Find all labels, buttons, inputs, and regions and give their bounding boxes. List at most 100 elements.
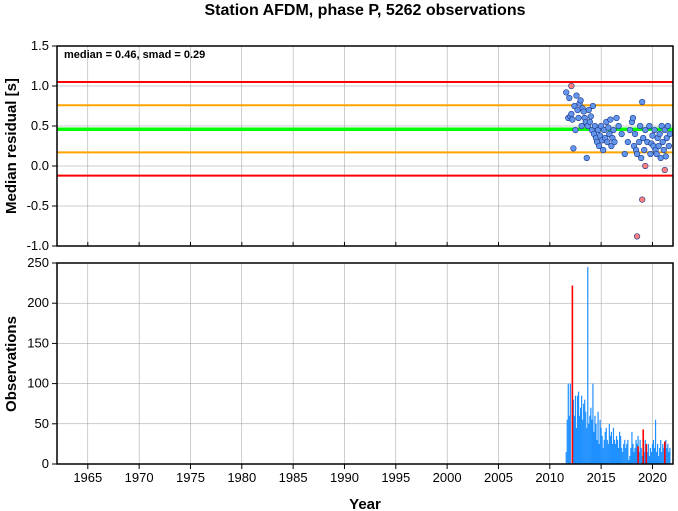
residual-point [651, 126, 658, 134]
observation-bar [611, 443, 614, 464]
residual-point [629, 114, 637, 122]
observation-bar [641, 455, 643, 464]
observation-bar [592, 383, 594, 464]
observation-bar [653, 447, 656, 464]
observation-bar [577, 391, 580, 464]
observation-bar [650, 451, 653, 464]
year-x-tick-label: 1995 [381, 470, 410, 485]
observation-bar [644, 439, 646, 464]
observation-bar [568, 415, 570, 464]
observation-bar [578, 415, 581, 464]
residual-point [611, 138, 618, 146]
residual-point [578, 122, 585, 130]
residual-point [613, 114, 620, 122]
year-x-tick-label: 2015 [587, 470, 616, 485]
median-smad-annotation: median = 0.46, smad = 0.29 [64, 49, 205, 61]
observation-bar [581, 395, 583, 464]
observation-bar [604, 431, 606, 464]
observation-bar [595, 423, 597, 464]
observation-bar [640, 447, 642, 464]
observation-bar [612, 427, 615, 464]
observation-bar [613, 439, 616, 464]
observation-bar [584, 399, 586, 464]
residual-point [600, 146, 607, 154]
residual-point [618, 130, 625, 138]
observation-bar [626, 443, 628, 464]
observation-bar [615, 435, 618, 464]
residual-point [656, 130, 663, 138]
observation-bar [608, 423, 610, 464]
observation-bar [643, 451, 645, 464]
observation-bar [667, 443, 669, 464]
observation-bar [627, 439, 629, 464]
residual-point [637, 122, 644, 130]
residual-point [624, 138, 631, 146]
observation-bar [663, 447, 665, 464]
residual-point [649, 132, 656, 139]
residual-y-tick-label: 1.0 [31, 78, 49, 93]
observation-bar [665, 439, 667, 464]
residual-point [647, 150, 654, 158]
residual-point [661, 166, 668, 174]
year-x-tick-label: 2020 [638, 470, 667, 485]
observations-panel-frame [56, 262, 674, 465]
year-x-tick-label: 1990 [330, 470, 359, 485]
observation-bar [632, 443, 634, 464]
year-x-tick-label: 1965 [73, 470, 102, 485]
observation-bar [600, 427, 602, 464]
observation-bar [614, 443, 617, 464]
residual-point [580, 108, 587, 115]
observation-bar [633, 451, 635, 464]
residual-point [595, 142, 603, 150]
observation-bar [638, 451, 640, 464]
observation-bar [620, 435, 622, 464]
observation-bar [566, 419, 568, 464]
observation-bar [657, 443, 659, 464]
residual-point [639, 196, 646, 203]
residual-point [604, 138, 611, 146]
observation-bar [609, 435, 611, 464]
observations-y-tick-label: 100 [27, 376, 49, 391]
residual-point [665, 142, 672, 150]
observations-y-tick-label: 0 [42, 456, 49, 471]
observation-bar [572, 399, 575, 464]
observation-bar [642, 429, 645, 464]
observation-bar [631, 431, 633, 464]
year-x-tick-label: 1975 [176, 470, 205, 485]
residual-point [641, 146, 648, 154]
observation-bar [629, 455, 631, 464]
observation-bar [658, 455, 660, 464]
observations-y-axis-label: Observations [3, 316, 20, 412]
observation-bar [586, 427, 588, 464]
residual-panel-frame [56, 45, 674, 247]
residual-y-tick-label: -1.0 [27, 238, 49, 253]
residual-point [633, 233, 641, 240]
observation-bar [655, 451, 658, 464]
observation-bar [597, 411, 599, 464]
residual-y-tick-label: 0.0 [31, 158, 49, 173]
observation-bar [565, 451, 567, 464]
observation-bar [662, 443, 664, 464]
observation-bar [659, 447, 661, 464]
residual-point [566, 94, 573, 102]
observation-bar [594, 415, 596, 464]
observation-bar [575, 427, 578, 464]
observation-bars [565, 267, 671, 464]
year-x-tick-label: 1970 [125, 470, 154, 485]
observation-bar [583, 403, 585, 464]
residual-point [589, 102, 597, 110]
residual-y-tick-label: 0.5 [31, 118, 49, 133]
residual-point [657, 154, 664, 162]
observation-bar [610, 431, 612, 464]
residual-point [583, 154, 590, 162]
observation-bar [588, 423, 590, 464]
observation-bar [593, 431, 595, 464]
observation-bar [617, 447, 620, 464]
observation-bar [661, 451, 663, 464]
residual-point [646, 122, 653, 130]
residual-y-tick-label: 1.5 [31, 38, 49, 53]
